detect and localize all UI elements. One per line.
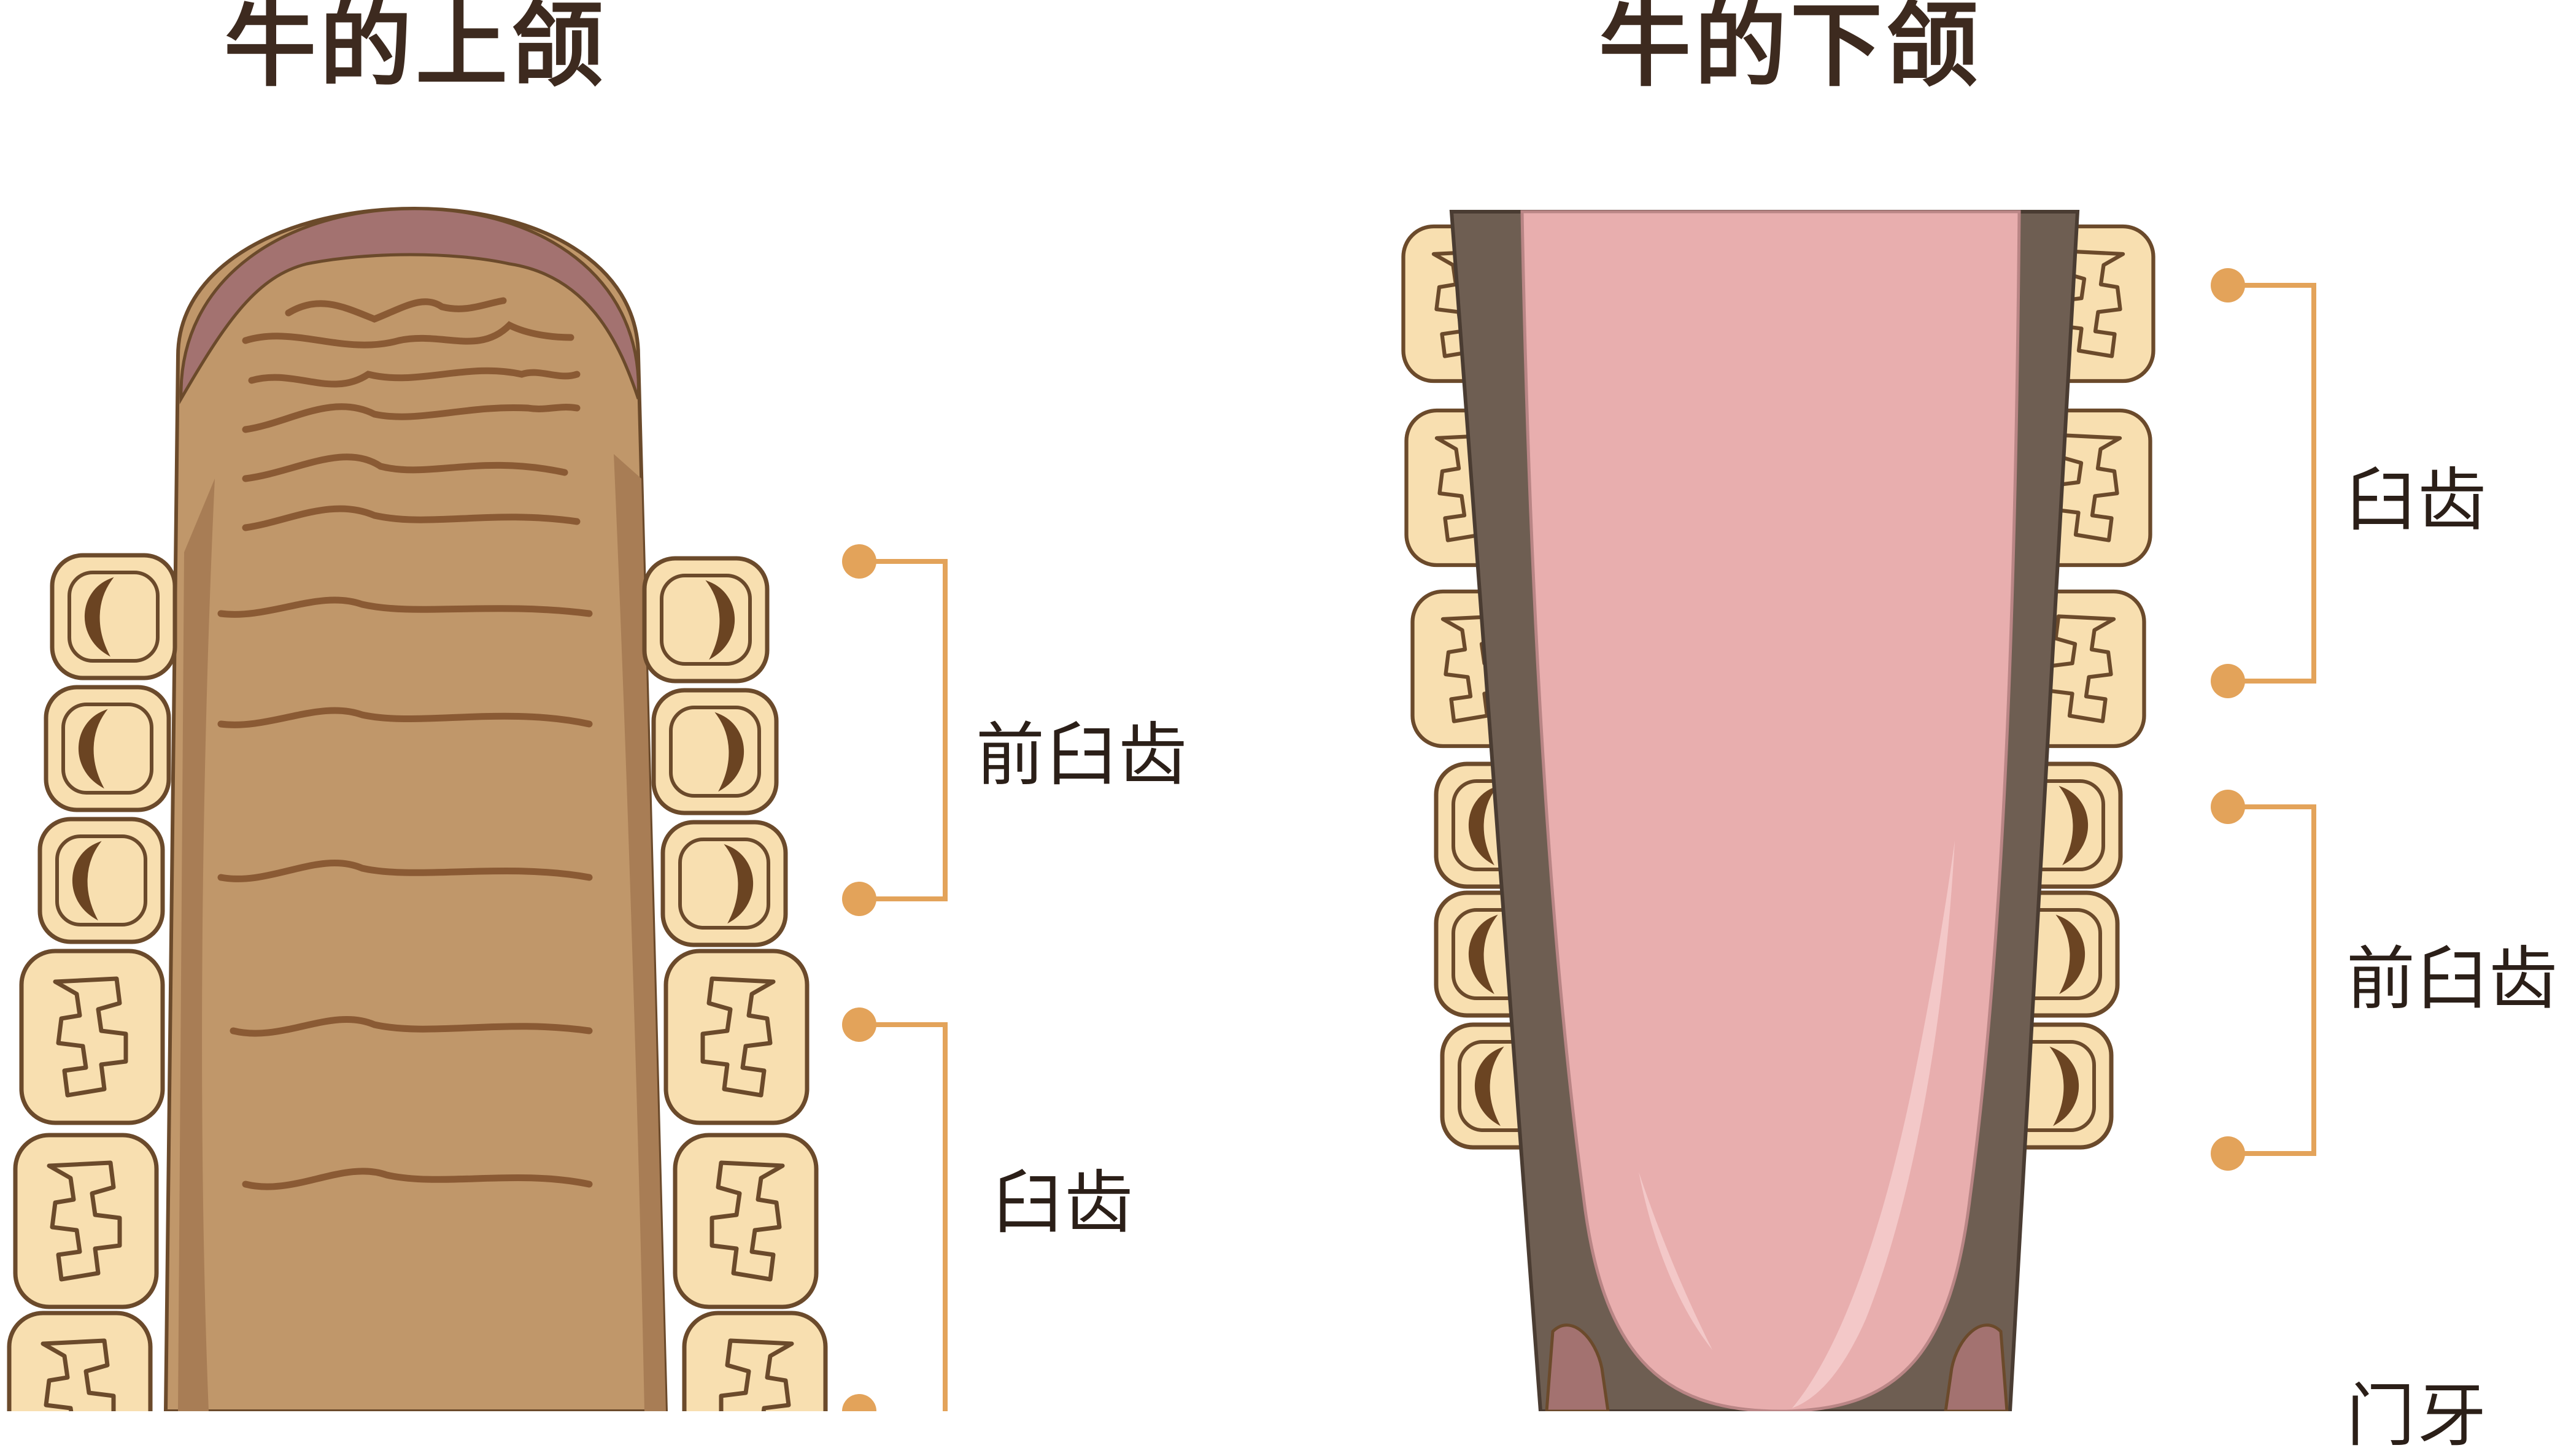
lower-incisor-pad <box>1545 1323 1610 1411</box>
upper-molar-label: 臼齿 <box>993 1163 1135 1243</box>
upper-premolar-label: 前臼齿 <box>976 715 1189 795</box>
cattle-jaw-diagram <box>0 206 2316 1411</box>
tongue-highlight-main <box>1792 841 1955 1408</box>
palatine-ridges <box>217 297 593 1190</box>
lower-premolar-label: 前臼齿 <box>2346 939 2560 1019</box>
lower-incisor-label: 门牙 <box>2346 1376 2489 1456</box>
lower-molar-bracket <box>2211 268 2316 698</box>
upper-premolar-bracket <box>842 544 948 916</box>
dental-pad <box>179 207 640 404</box>
lower-jaw-title: 牛的下颌 <box>1599 0 1982 99</box>
palate-side-right <box>614 454 666 1411</box>
lower-molar-label: 臼齿 <box>2346 461 2489 541</box>
upper-jaw-title: 牛的上颌 <box>224 0 608 99</box>
palate-side-left <box>178 479 215 1411</box>
lower-jaw <box>1404 210 2316 1411</box>
upper-molar-bracket <box>842 1007 948 1411</box>
upper-left-teeth <box>9 555 175 1411</box>
upper-right-teeth <box>644 558 825 1411</box>
lower-incisor-pad-right <box>1944 1323 2009 1411</box>
hard-palate <box>163 206 668 1411</box>
upper-jaw <box>9 206 948 1411</box>
lower-premolar-bracket <box>2211 790 2316 1171</box>
tongue <box>1520 210 2021 1411</box>
